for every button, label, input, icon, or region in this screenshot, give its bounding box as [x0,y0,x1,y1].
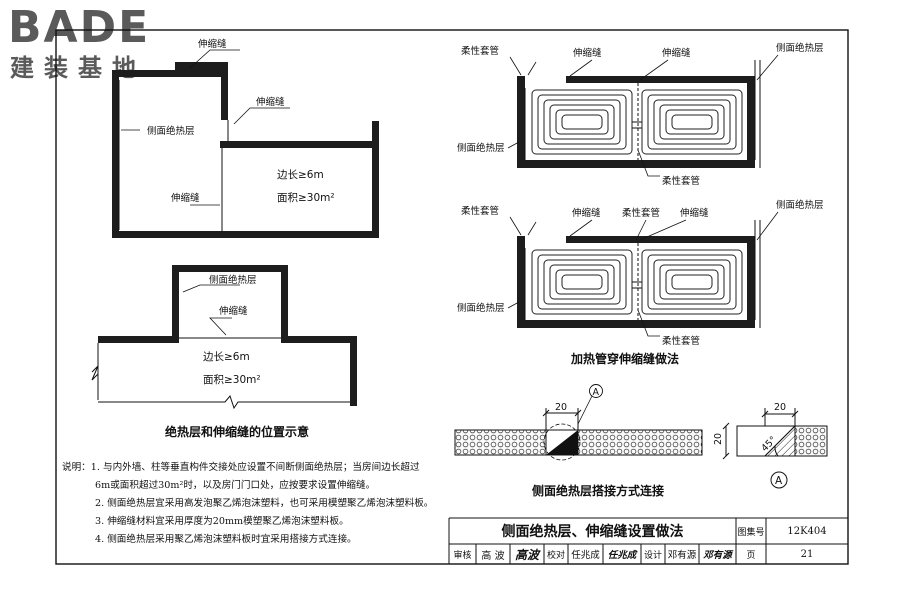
logo-text: BADE [8,2,151,53]
detail-a [722,408,828,489]
notes-block: 说明：1. 与内外墙、柱等垂直构件交接处应设置不间断侧面绝热层；当房间边长超过 … [62,459,492,549]
atlas-number: 12K404 [787,525,827,537]
label-expansion-joint-7: 伸缩缝 [572,207,601,219]
label-side-insulation-2: 侧面绝热层 [209,274,257,286]
ref-mark-1: A [593,387,600,398]
brand-logo: BADE 建装基地 [8,2,183,84]
caption-lap-joint: 侧面绝热层搭接方式连接 [532,483,664,498]
label-area-1: 面积≥30m² [277,192,335,204]
note-2: 2. 侧面绝热层宜采用高发泡聚乙烯泡沫塑料，也可采用模塑聚乙烯泡沫塑料板。 [95,498,434,509]
caption-position-diagram: 绝热层和伸缩缝的位置示意 [165,424,309,439]
label-side-insulation-5: 侧面绝热层 [776,199,824,211]
label-expansion-joint-5: 伸缩缝 [573,47,602,59]
ref-mark-2: A [775,475,783,487]
label-area-2: 面积≥30m² [203,374,261,386]
plan-top-left [112,49,379,238]
reviewer-name: 高 波 [481,550,505,562]
label-side-length-2: 边长≥6m [203,351,250,363]
label-flexible-sleeve-4: 柔性套管 [622,207,660,219]
label-expansion-joint-4: 伸缩缝 [219,305,248,317]
reviewer-signature: 高波 [514,547,539,562]
lap-joint-detail [454,384,703,461]
label-flexible-sleeve-2: 柔性套管 [662,175,700,187]
label-flexible-sleeve-1: 柔性套管 [461,45,499,57]
design-label: 设计 [643,550,662,561]
label-expansion-joint-3: 伸缩缝 [171,192,200,204]
sheet-border [55,29,849,565]
check-label: 校对 [546,550,565,561]
label-expansion-joint-2: 伸缩缝 [256,96,285,108]
designer-name: 邓有源 [667,550,697,561]
label-expansion-joint-6: 伸缩缝 [662,47,691,59]
checker-name: 任兆成 [571,550,600,561]
label-side-length-1: 边长≥6m [277,169,324,181]
label-flexible-sleeve-5: 柔性套管 [662,335,700,347]
atlas-label: 图集号 [737,527,765,538]
designer-signature: 邓有源 [703,550,732,561]
title-block-frame [448,517,848,564]
dim-width-2: 20 [774,402,786,413]
label-expansion-joint-8: 伸缩缝 [680,207,709,219]
note-1-cont: 6m或面积超过30m²时，以及房门门口处，应按要求设置伸缩缝。 [95,480,376,491]
checker-signature: 任兆成 [607,550,637,561]
notes-heading: 说明： [62,462,91,473]
dim-height: 20 [713,433,724,445]
pipe-detail-bottom [507,211,779,337]
page-label: 页 [746,550,756,561]
label-side-insulation-6: 侧面绝热层 [457,302,505,314]
caption-pipe-through-joint: 加热管穿伸缩缝做法 [570,351,679,366]
label-flexible-sleeve-3: 柔性套管 [461,205,499,217]
drawing-title: 侧面绝热层、伸缩缝设置做法 [501,524,684,540]
page-number: 21 [800,548,814,560]
label-side-insulation-4: 侧面绝热层 [457,142,505,154]
label-side-insulation-3: 侧面绝热层 [776,42,824,54]
pipe-detail-top [507,54,779,177]
note-1: 1. 与内外墙、柱等垂直构件交接处应设置不间断侧面绝热层；当房间边长超过 [90,462,420,473]
note-4: 4. 侧面绝热层采用聚乙烯泡沫塑料板时宜采用搭接方式连接。 [95,534,357,545]
label-expansion-joint-1: 伸缩缝 [198,38,227,50]
label-side-insulation-1: 侧面绝热层 [147,125,195,137]
review-label: 审核 [453,550,472,561]
dim-width-1: 20 [555,402,567,413]
note-3: 3. 伸缩缝材料宜采用厚度为20mm模塑聚乙烯泡沫塑料板。 [95,516,349,527]
plan-bottom-left [91,265,357,410]
